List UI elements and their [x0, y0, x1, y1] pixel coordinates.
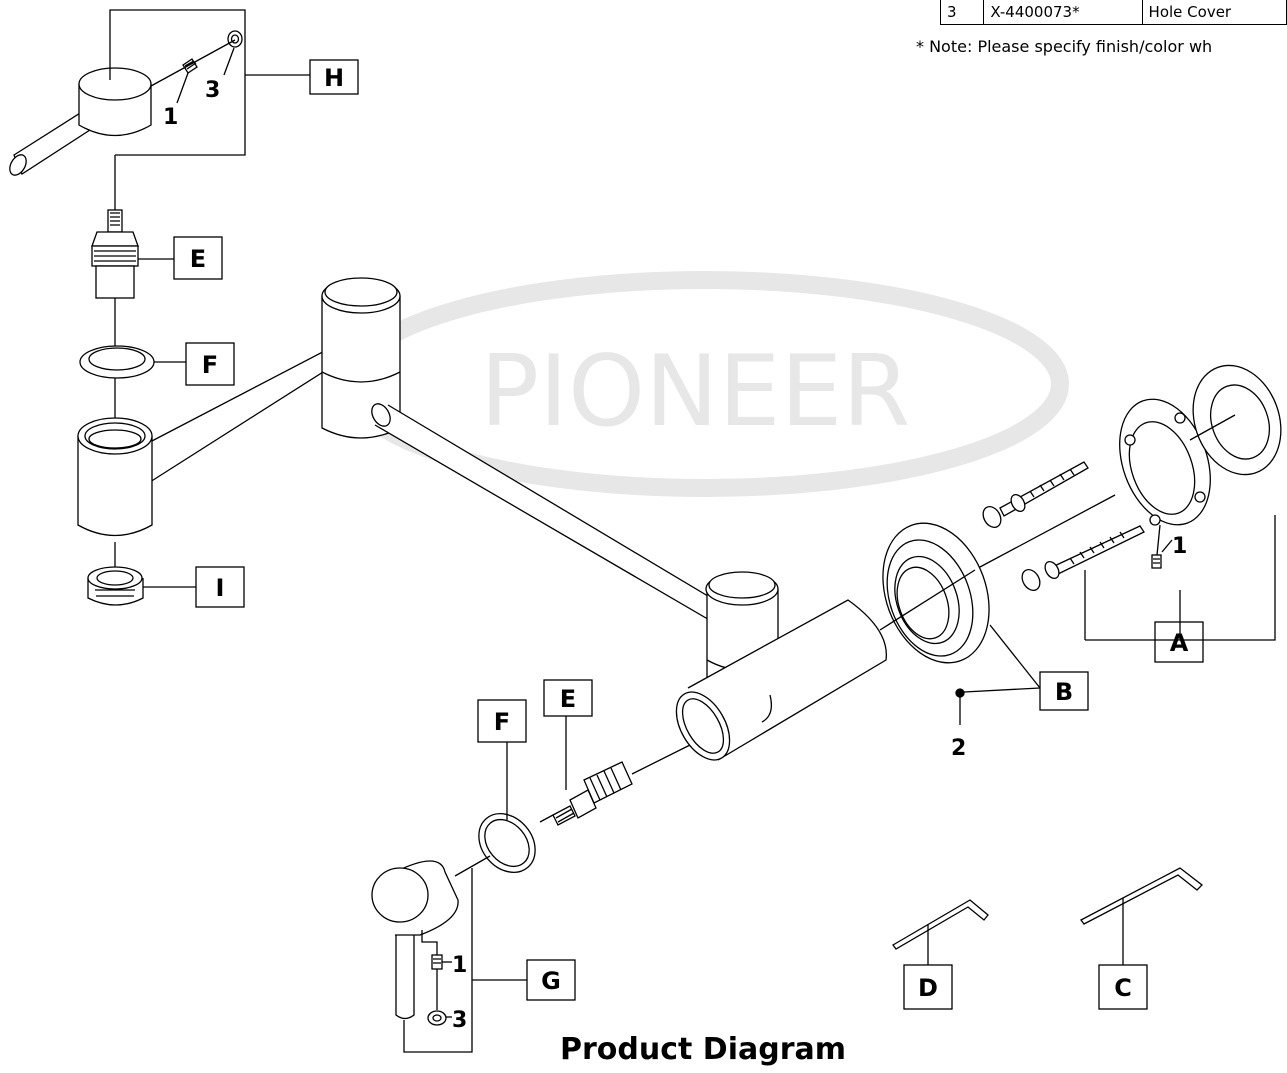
hole-cover-ring [1192, 364, 1282, 476]
callout-h-label: H [324, 64, 344, 92]
hex-key-c [1080, 867, 1203, 925]
callout-c-label: C [1114, 974, 1132, 1002]
part-number-flange-screw: 1 [1172, 534, 1187, 559]
hex-key-d [892, 899, 989, 950]
finish-note: * Note: Please specify finish/color wh [916, 37, 1213, 56]
leader-flange-1 [1161, 539, 1173, 553]
flange-set-screw [1151, 554, 1162, 569]
aerator [87, 566, 144, 606]
watermark-logo-text: PIONEER [480, 335, 910, 449]
mounting-flange [1119, 398, 1211, 526]
diagram-title: Product Diagram [560, 1032, 846, 1067]
callout-i-label: I [216, 574, 225, 602]
callout-b [1039, 671, 1089, 711]
callout-g-label: G [541, 967, 561, 995]
callout-e-top-label: E [190, 245, 206, 273]
callout-f-top [185, 342, 235, 386]
top-handle [9, 67, 152, 176]
leader-1 [176, 72, 189, 104]
leader-b-escutcheon [989, 624, 1041, 689]
callout-e-bottom [543, 679, 593, 717]
top-cartridge [91, 209, 139, 299]
part-number-ring-screw: 2 [951, 736, 966, 761]
callout-h [309, 59, 359, 95]
bottom-cartridge [552, 761, 633, 826]
callout-g [526, 959, 576, 1001]
top-o-ring [79, 345, 155, 379]
bottom-o-ring [478, 813, 536, 873]
h-bracket [109, 9, 246, 156]
table-row: 3 X-4400073* Hole Cover [939, 0, 1287, 25]
bottom-handle [371, 860, 459, 1020]
top-hole-cover [227, 30, 243, 48]
callout-f-bottom-label: F [494, 708, 510, 736]
part-description-cell: Hole Cover [1141, 0, 1287, 25]
top-valve-body [77, 417, 153, 537]
part-number-h-set-screw: 1 [163, 105, 178, 130]
part-number-g-cap: 3 [452, 1008, 467, 1033]
callout-f-bottom [477, 699, 527, 743]
callout-b-label: B [1055, 678, 1073, 706]
top-set-screw [182, 58, 198, 74]
callout-a [1154, 621, 1204, 663]
parts-table: 3 X-4400073* Hole Cover [939, 0, 1287, 25]
bottom-hole-cover [427, 1010, 447, 1026]
leader-b-screw [963, 687, 1041, 693]
part-number-g-set-screw: 1 [452, 953, 467, 978]
part-number-cell: 3 [939, 0, 985, 25]
pot-filler-arm [149, 277, 887, 761]
bottom-set-screw [431, 954, 443, 970]
mounting-screw-lower [1021, 525, 1145, 591]
callout-d-label: D [918, 974, 938, 1002]
top-leader-axis [150, 39, 236, 87]
callout-e-top [173, 236, 223, 280]
callout-a-label: A [1170, 629, 1189, 657]
callout-d [903, 964, 953, 1010]
callout-f-top-label: F [202, 351, 218, 379]
callout-c [1098, 964, 1148, 1010]
callout-e-bottom-label: E [560, 685, 576, 713]
g-bracket [403, 868, 473, 1053]
part-code-cell: X-4400073* [983, 0, 1143, 25]
mounting-screw-upper [982, 461, 1089, 528]
leader-3 [223, 47, 235, 76]
callout-i [195, 566, 245, 608]
part-number-h-cap: 3 [205, 78, 220, 103]
